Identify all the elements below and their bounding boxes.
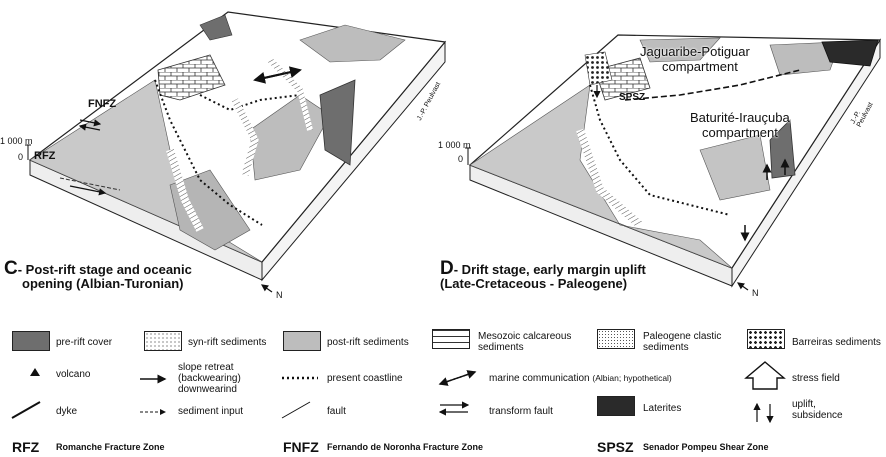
transform-fault-label: transform fault [489,406,553,417]
fnfz-name: Fernando de Noronha Fracture Zone [327,442,484,452]
slope-line2: (backwearing) [178,373,241,384]
panel-c-block [25,11,447,293]
uplift-line2: subsidence [792,410,843,421]
panel-d-scale-zero: 0 [458,154,464,164]
slope-retreat-label: slope retreat (backwearing) downwearind [178,362,241,395]
panel-c-caption-line2: opening (Albian-Turonian) [22,276,184,291]
panel-c-scale-top: 1 000 m [0,136,33,146]
laterites-swatch [597,396,635,416]
slope-line3: downwearind [178,384,237,395]
panel-d-letter: D [440,258,454,279]
rfz-name: Romanche Fracture Zone [56,442,165,452]
syn-rift-label: syn-rift sediments [188,337,267,348]
stress-field-label: stress field [792,373,840,384]
coastline-label: present coastline [327,373,403,384]
paleogene-line1: Paleogene clastic [643,331,722,342]
panel-d-caption: D- Drift stage, early margin uplift (Lat… [440,259,646,291]
spsz-name: Senador Pompeu Shear Zone [643,442,769,452]
spsz-abbr: SPSZ [597,439,634,455]
calcareous-line1: Mesozoic calcareous [478,331,572,342]
pre-rift-label: pre-rift cover [56,337,113,348]
calcareous-swatch [432,329,470,349]
pre-rift-swatch [12,331,50,351]
baturite-line2: compartment [702,125,778,140]
volcano-label: volcano [56,369,91,380]
baturite-compartment-label: Baturité-Irauçuba compartment [690,110,790,140]
marine-comm-note: (Albian; hypothetical) [592,373,672,383]
post-rift-swatch [283,331,321,351]
rfz-abbr: RFZ [12,439,40,455]
panel-d-scale-top: 1 000 m [438,140,471,150]
baturite-line1: Baturité-Irauçuba [690,110,790,125]
calcareous-line2: sediments [478,342,524,353]
syn-rift-swatch [144,331,182,351]
barreiras-swatch [747,329,785,349]
jaguaribe-compartment-label: Jaguaribe-Potiguar compartment [640,44,750,74]
fault-label: fault [327,406,346,417]
panel-c-caption-line1: - Post-rift stage and oceanic [17,262,192,277]
marine-communication-label: marine communication (Albian; hypothetic… [489,373,672,384]
sediment-input-label: sediment input [178,406,244,417]
laterites-label: Laterites [643,403,682,414]
jaguaribe-line1: Jaguaribe-Potiguar [640,44,750,59]
uplift-label: uplift, subsidence [792,399,843,421]
panel-c-scale-zero: 0 [18,152,24,162]
panel-d-caption-line1: - Drift stage, early margin uplift [453,262,646,277]
paleogene-line2: sediments [643,342,689,353]
panel-c-north: N [276,290,283,300]
barreiras-label: Barreiras sediments [792,337,881,348]
legend-symbols [11,361,786,424]
uplift-line1: uplift, [792,399,816,410]
panel-c-fnfz-label: FNFZ [88,98,117,110]
panel-d-north: N [752,288,759,298]
panel-c-letter: C [4,258,18,279]
dyke-label: dyke [56,406,78,417]
panel-c-caption: C- Post-rift stage and oceanic opening (… [4,259,192,291]
panel-c-rfz-label: RFZ [34,150,56,162]
dyke-symbol [11,401,41,419]
paleogene-swatch [597,329,635,349]
fault-symbol [281,401,311,419]
paleogene-label: Paleogene clastic sediments [643,331,721,353]
marine-comm-text: marine communication [489,373,590,384]
panel-d-spsz-label: SPSZ [619,92,646,103]
stress-field-icon [744,361,786,390]
slope-line1: slope retreat [178,362,234,373]
fnfz-abbr: FNFZ [283,439,319,455]
panel-d-caption-line2: (Late-Cretaceous - Paleogene) [440,276,628,291]
volcano-icon [30,368,40,376]
panel-d-block [465,34,882,291]
jaguaribe-line2: compartment [662,59,738,74]
calcareous-label: Mesozoic calcareous sediments [478,331,571,353]
post-rift-label: post-rift sediments [327,337,409,348]
